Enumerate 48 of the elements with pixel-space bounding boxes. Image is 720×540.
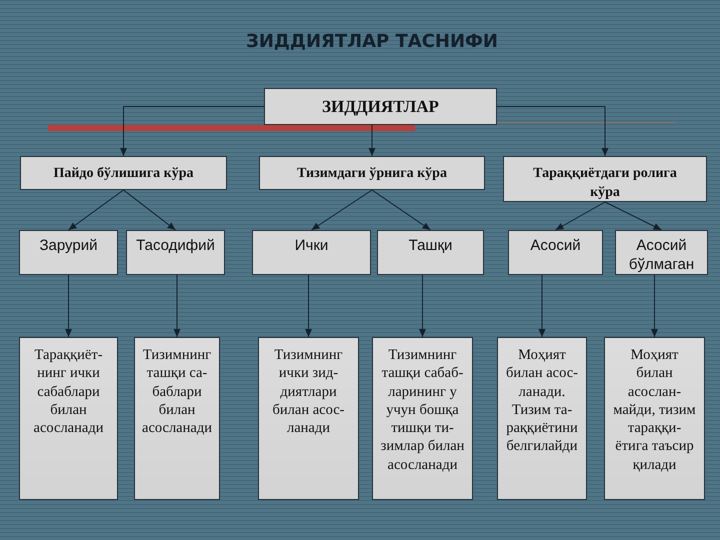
description-text: Тизимнинг ички зид- диятлари билан асос- ланади (272, 346, 346, 438)
arrow (311, 190, 372, 230)
type-label: Асосий бўлмаган (628, 236, 696, 274)
category-label: Тизимдаги ўрнига кўра (296, 165, 448, 183)
root-box (264, 88, 497, 125)
description-box (134, 337, 220, 500)
description-box (258, 337, 359, 500)
description-text: Тизимнинг ташқи са- баблари билан асосланади (141, 346, 213, 438)
arrow (372, 190, 431, 230)
arrow (419, 274, 426, 338)
description-box (604, 337, 705, 500)
type-box (126, 230, 225, 275)
arrow (555, 202, 606, 230)
arrow (123, 190, 176, 230)
arrow (174, 274, 180, 338)
category-box (20, 156, 227, 190)
arrow (496, 106, 608, 156)
category-box (503, 156, 707, 202)
arrow (120, 106, 264, 156)
description-text: Моҳият билан асослан- майди, тизим тараққи- ётига таъсир қилади (612, 346, 697, 474)
type-label: Зарурий (38, 236, 98, 255)
type-box (508, 230, 603, 275)
type-label: Тасодифий (135, 236, 216, 255)
arrow (604, 202, 662, 230)
root-title: ЗИДДИЯТЛАР (321, 97, 440, 117)
description-box (19, 337, 118, 500)
type-box (19, 230, 118, 275)
description-text: Моҳият билан асос- ланади. Тизим та- раққиётини белгилайди (505, 346, 579, 456)
category-label: Тараққиётдаги ролига кўра (532, 165, 678, 202)
description-text: Тизимнинг ташқи сабаб- ларининг у учун бошқа тишқи ти- зимлар билан асосланади (380, 346, 466, 474)
type-label: Асосий (529, 236, 582, 255)
type-label: Ташқи (408, 236, 454, 255)
description-box (497, 337, 587, 500)
description-box (372, 337, 473, 500)
arrow (68, 190, 124, 230)
arrow (651, 274, 658, 338)
category-box (259, 156, 485, 190)
arrow (65, 274, 72, 338)
arrow (368, 124, 376, 156)
type-box (377, 230, 484, 275)
description-text: Тараққиёт- нинг ички сабаблари билан асосланади (32, 346, 104, 438)
category-label: Пайдо бўлишига кўра (52, 165, 195, 183)
diagram-title: ЗИДДИЯТЛАР ТАСНИФИ (245, 31, 499, 52)
type-label: Ички (294, 236, 330, 255)
arrow (305, 274, 312, 338)
arrow (538, 274, 546, 338)
type-box (615, 230, 708, 275)
type-box (252, 230, 371, 275)
